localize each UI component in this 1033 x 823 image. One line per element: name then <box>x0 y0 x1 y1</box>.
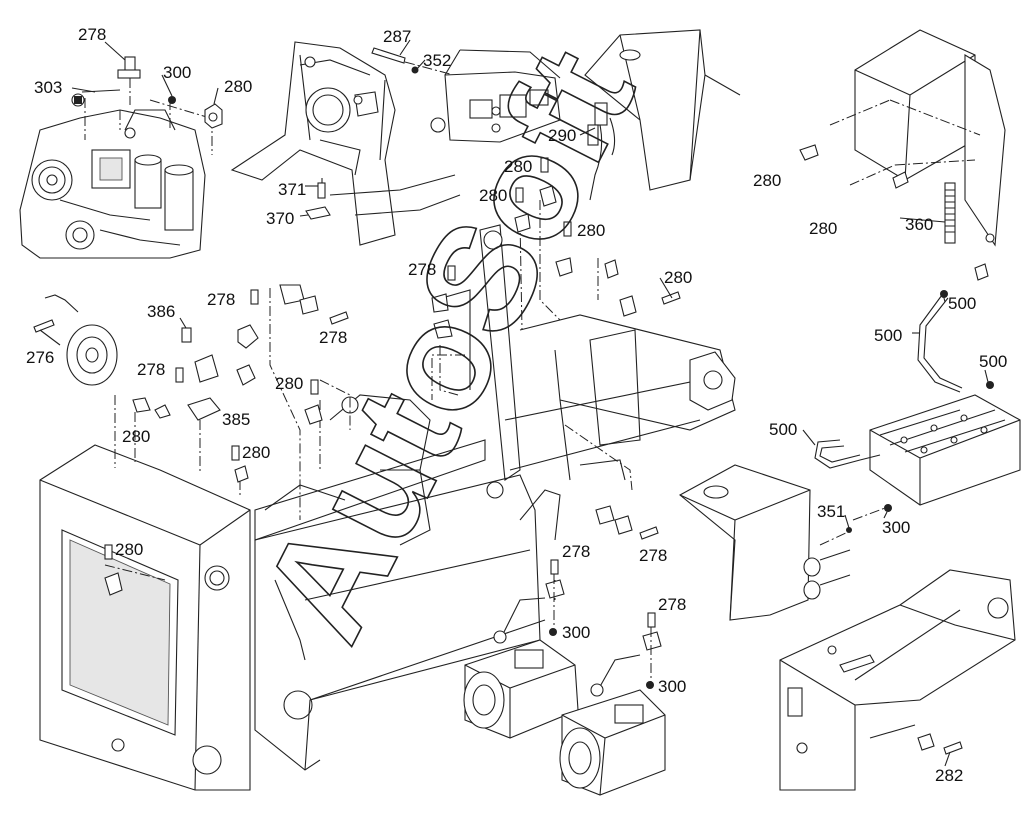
callout-278: 278 <box>639 546 667 565</box>
hydraulic-pump-2 <box>559 654 666 796</box>
frame-clips <box>104 157 681 596</box>
callout-371: 371 <box>278 180 306 199</box>
callout-280: 280 <box>115 540 143 559</box>
leader-lines <box>39 39 989 767</box>
callout-276: 276 <box>26 348 54 367</box>
assembly-lines <box>104 200 633 600</box>
callout-300: 300 <box>562 623 590 642</box>
callout-280: 280 <box>577 221 605 240</box>
callout-500: 500 <box>979 352 1007 371</box>
callout-labels: 278 303 300 280 287 352 371 370 290 280 … <box>26 25 1007 785</box>
pump-fasteners <box>545 559 662 689</box>
battery <box>814 263 1021 506</box>
callout-386: 386 <box>147 302 175 321</box>
main-frame <box>39 224 736 791</box>
callout-370: 370 <box>266 209 294 228</box>
callout-280: 280 <box>242 443 270 462</box>
callout-278: 278 <box>78 25 106 44</box>
callout-280: 280 <box>753 171 781 190</box>
hydraulic-pump-1 <box>463 597 579 739</box>
callout-280: 280 <box>664 268 692 287</box>
callout-282: 282 <box>935 766 963 785</box>
rear-mount <box>779 569 1016 791</box>
pulley <box>33 294 118 386</box>
callout-278: 278 <box>562 542 590 561</box>
callout-280: 280 <box>809 219 837 238</box>
callout-300: 300 <box>658 677 686 696</box>
callout-360: 360 <box>905 215 933 234</box>
callout-385: 385 <box>222 410 250 429</box>
callout-278: 278 <box>207 290 235 309</box>
callout-300: 300 <box>163 63 191 82</box>
callout-500: 500 <box>874 326 902 345</box>
engine-assembly <box>19 78 213 259</box>
callout-352: 352 <box>423 51 451 70</box>
callout-280: 280 <box>479 186 507 205</box>
callout-278: 278 <box>658 595 686 614</box>
callout-280: 280 <box>122 427 150 446</box>
callout-278: 278 <box>319 328 347 347</box>
side-mount <box>679 464 892 621</box>
cab-bracket-top <box>584 29 741 201</box>
callout-303: 303 <box>34 78 62 97</box>
callout-280: 280 <box>275 374 303 393</box>
callout-290: 290 <box>548 126 576 145</box>
callout-287: 287 <box>383 27 411 46</box>
callout-351: 351 <box>817 502 845 521</box>
control-stand <box>230 41 461 246</box>
callout-500: 500 <box>769 420 797 439</box>
callout-280: 280 <box>224 77 252 96</box>
valve-block <box>371 47 561 143</box>
callout-278: 278 <box>408 260 436 279</box>
callout-280: 280 <box>504 157 532 176</box>
small-fasteners-engine <box>71 56 223 129</box>
callout-300: 300 <box>882 518 910 537</box>
callout-500: 500 <box>948 294 976 313</box>
battery-box <box>799 29 1006 247</box>
callout-278: 278 <box>137 360 165 379</box>
